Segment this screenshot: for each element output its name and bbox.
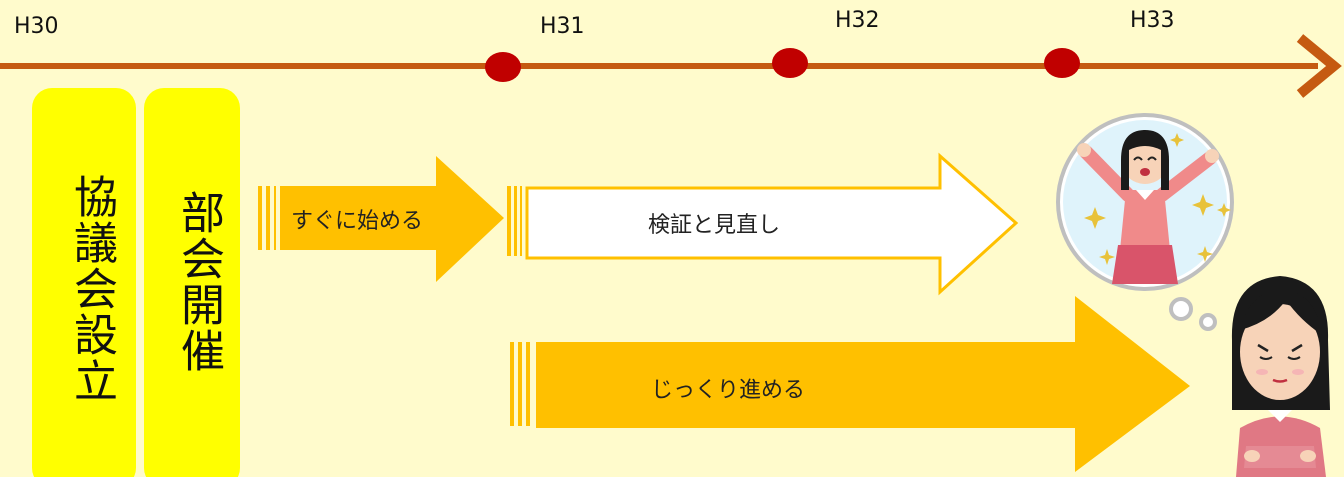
year-label-h32: H32 xyxy=(835,8,880,33)
milestone-dot-h33 xyxy=(1044,48,1080,78)
year-label-h33: H33 xyxy=(1130,8,1175,33)
milestone-dot-h32 xyxy=(772,48,808,78)
happy-woman-illustration xyxy=(1056,113,1234,291)
year-label-h31: H31 xyxy=(540,14,585,39)
phase-council-label: 協議会設立 xyxy=(66,174,117,404)
phase-subcommittee-box: 部会開催 xyxy=(144,88,240,477)
thought-bubble-dots xyxy=(1169,297,1217,331)
arrow-review xyxy=(507,152,1019,296)
arrow-start-now-label: すぐに始める xyxy=(291,209,424,234)
arrow-review-label: 検証と見直し xyxy=(648,213,781,238)
arrow-steady-label: じっくり進める xyxy=(651,378,806,403)
milestone-dot-h31 xyxy=(485,52,521,82)
thinking-woman-illustration xyxy=(1231,276,1330,477)
phase-council-box: 協議会設立 xyxy=(32,88,136,477)
arrow-steady xyxy=(510,296,1190,472)
year-label-h30: H30 xyxy=(14,14,59,39)
timeline-arrowhead xyxy=(1296,34,1342,98)
phase-subcommittee-label: 部会開催 xyxy=(173,190,224,374)
arrow-start-now xyxy=(258,156,504,282)
